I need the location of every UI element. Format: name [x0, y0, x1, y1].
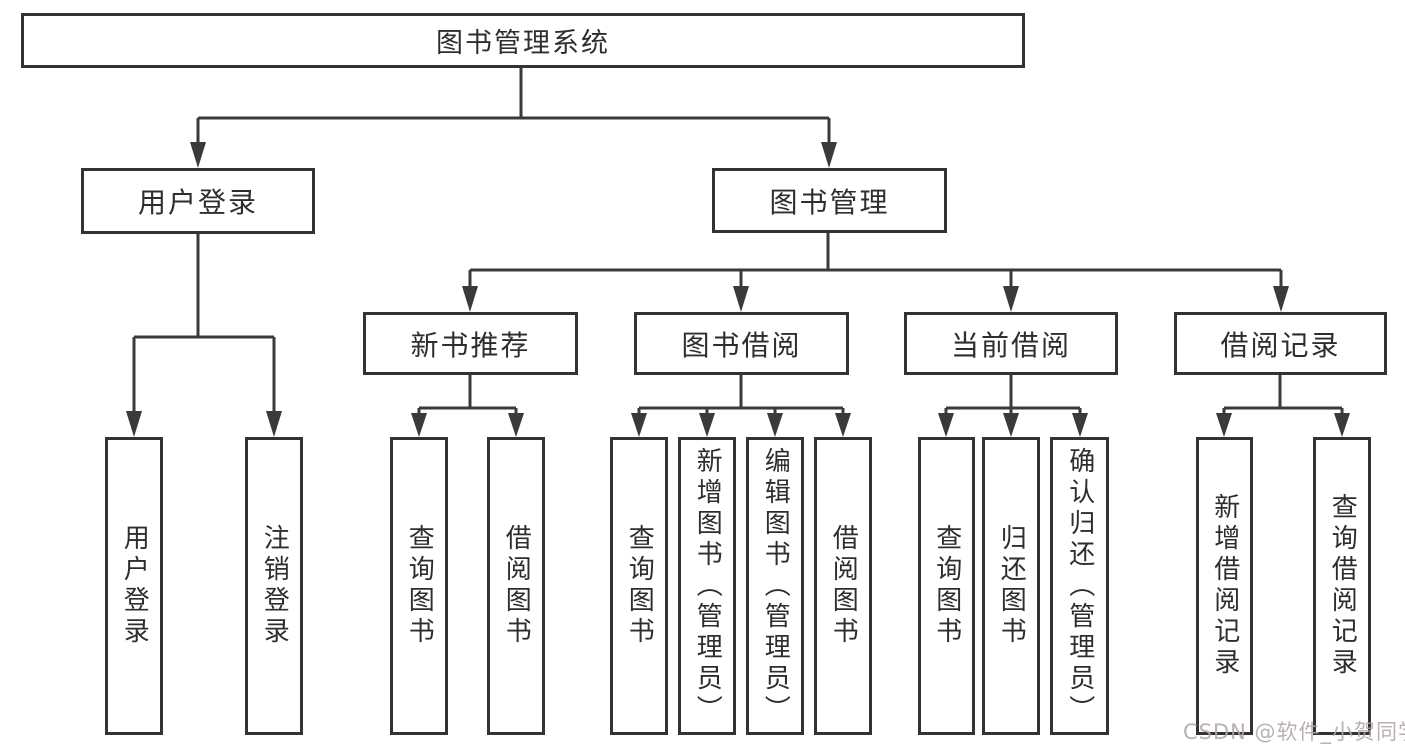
- node-logout: 注销登录: [245, 437, 303, 735]
- node-current-borrowing: 当前借阅: [904, 312, 1118, 375]
- node-label: 用户登录: [119, 524, 150, 648]
- node-label: 编辑图书（管理员）: [760, 446, 791, 726]
- node-label: 借阅图书: [501, 524, 532, 648]
- node-new-book-recommend: 新书推荐: [363, 312, 578, 375]
- node-label: 图书管理: [769, 185, 890, 219]
- node-book-management: 图书管理: [712, 168, 947, 233]
- node-borrow-books-recommend: 借阅图书: [487, 437, 545, 735]
- node-return-books: 归还图书: [982, 437, 1040, 735]
- node-edit-book-admin: 编辑图书（管理员）: [746, 437, 804, 735]
- node-add-borrow-record: 新增借阅记录: [1196, 437, 1253, 735]
- node-label: 注销登录: [259, 524, 290, 648]
- node-label: 新增借阅记录: [1209, 493, 1240, 679]
- node-query-books-recommend: 查询图书: [390, 437, 448, 735]
- node-label: 新书推荐: [410, 328, 531, 362]
- node-borrow-books-leaf: 借阅图书: [814, 437, 872, 735]
- node-label: 图书管理系统: [436, 28, 610, 59]
- node-label: 查询图书: [931, 524, 962, 648]
- node-query-books-borrow: 查询图书: [610, 437, 668, 735]
- node-label: 查询图书: [624, 524, 655, 648]
- node-label: 借阅图书: [828, 524, 859, 648]
- node-borrowing-records: 借阅记录: [1174, 312, 1387, 375]
- node-confirm-return-admin: 确认归还（管理员）: [1050, 437, 1109, 735]
- node-query-borrow-record: 查询借阅记录: [1313, 437, 1371, 735]
- node-label: 图书借阅: [681, 328, 802, 362]
- node-label: 确认归还（管理员）: [1064, 446, 1095, 726]
- node-query-books-current: 查询图书: [918, 437, 975, 735]
- node-add-book-admin: 新增图书（管理员）: [678, 437, 736, 735]
- node-user-login-leaf: 用户登录: [105, 437, 163, 735]
- node-root: 图书管理系统: [21, 13, 1025, 68]
- node-user-login: 用户登录: [81, 168, 315, 234]
- node-label: 借阅记录: [1220, 328, 1341, 362]
- node-label: 当前借阅: [950, 328, 1071, 362]
- node-book-borrowing: 图书借阅: [634, 312, 849, 375]
- node-label: 查询图书: [404, 524, 435, 648]
- csdn-watermark: CSDN @软件_小贺同学: [1183, 720, 1405, 744]
- node-label: 用户登录: [137, 186, 258, 219]
- node-label: 查询借阅记录: [1327, 493, 1358, 679]
- node-label: 新增图书（管理员）: [692, 446, 723, 726]
- node-label: 归还图书: [996, 524, 1027, 648]
